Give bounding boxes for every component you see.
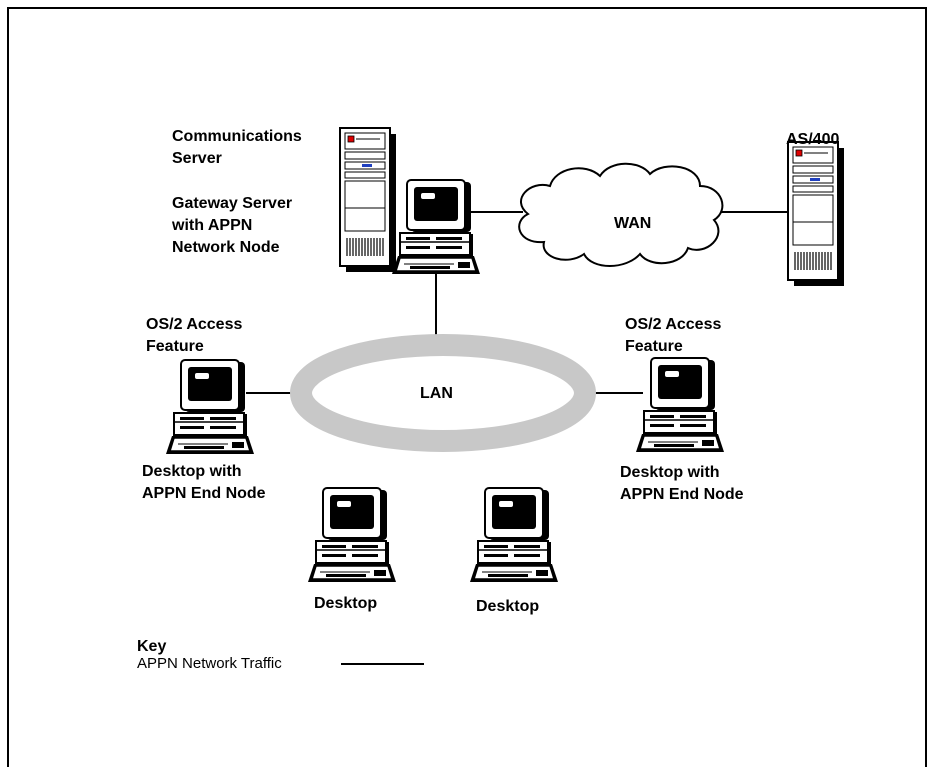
- wan-label: WAN: [614, 215, 652, 232]
- comm-server-line2: Server: [172, 150, 222, 167]
- lan-ring-icon: [290, 334, 596, 452]
- left-access-line2: Feature: [146, 338, 204, 355]
- right-desktop-line2: APPN End Node: [620, 486, 744, 503]
- comm-server-label: Communications Server: [172, 126, 302, 170]
- desktop-b-label: Desktop: [476, 598, 540, 615]
- left-access-label: OS/2 Access Feature: [146, 314, 242, 358]
- right-desktop-label: Desktop with APPN End Node: [620, 462, 744, 506]
- wan-cloud-icon: [518, 162, 724, 267]
- network-links: [246, 211, 787, 394]
- gateway-line2: with APPN: [172, 217, 253, 234]
- left-access-line1: OS/2 Access: [146, 316, 243, 333]
- right-desktop-icon: [635, 357, 725, 453]
- right-access-label: OS/2 Access Feature: [625, 314, 721, 358]
- left-desktop-line1: Desktop with: [142, 463, 242, 480]
- as400-label: AS/400: [786, 131, 840, 148]
- desktop-a-label: Desktop: [314, 595, 378, 612]
- key-title: Key: [137, 638, 167, 655]
- right-access-line1: OS/2 Access: [625, 316, 722, 333]
- desktop-b-icon: [469, 487, 559, 583]
- gateway-label: Gateway Server with APPN Network Node: [172, 193, 292, 259]
- gateway-desktop-icon: [391, 179, 481, 275]
- lan-label: LAN: [420, 385, 453, 402]
- as400-server-tower-icon: [787, 141, 845, 287]
- gateway-line1: Gateway Server: [172, 195, 293, 212]
- left-desktop-line2: APPN End Node: [142, 485, 266, 502]
- diagram-frame: [7, 7, 927, 767]
- left-desktop-label: Desktop with APPN End Node: [142, 461, 266, 505]
- right-access-line2: Feature: [625, 338, 683, 355]
- comm-server-line1: Communications: [172, 128, 302, 145]
- gateway-line3: Network Node: [172, 239, 280, 256]
- left-desktop-icon: [165, 359, 255, 455]
- desktop-a-icon: [307, 487, 397, 583]
- key-traffic-label: APPN Network Traffic: [137, 655, 282, 672]
- communications-server-tower-icon: [339, 127, 397, 273]
- right-desktop-line1: Desktop with: [620, 464, 720, 481]
